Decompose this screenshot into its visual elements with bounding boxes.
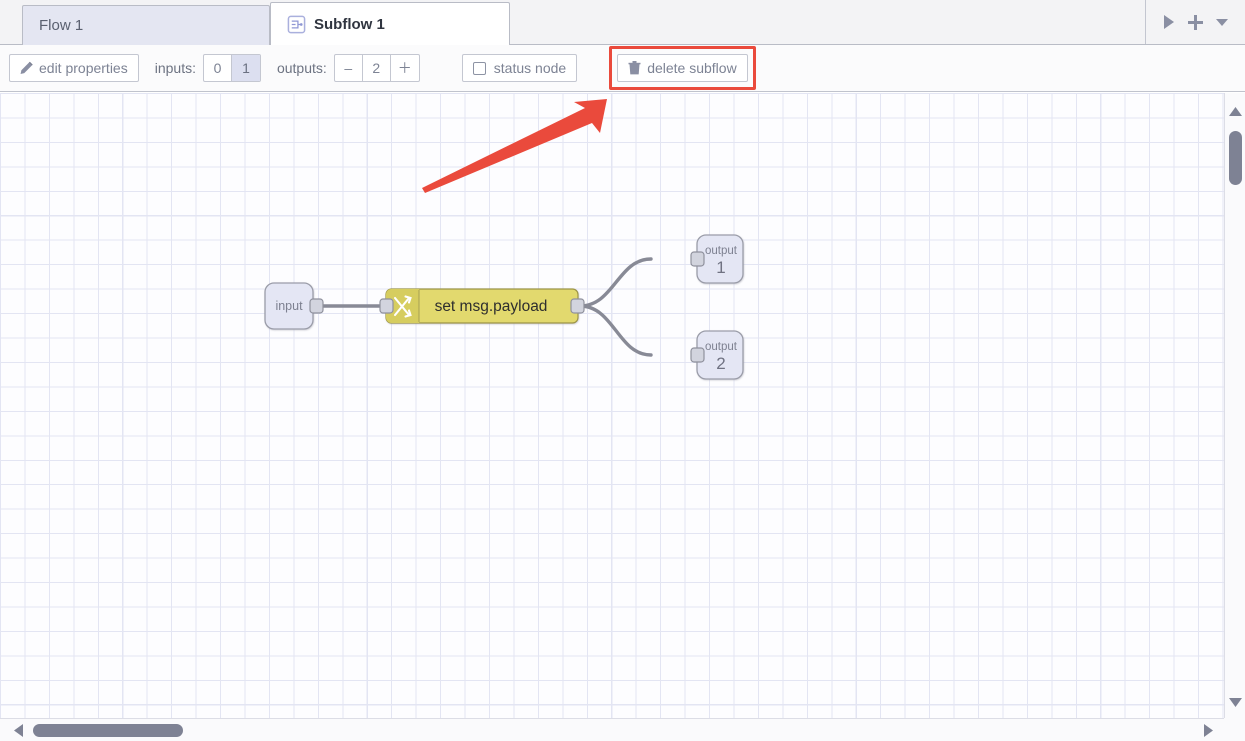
inputs-option-1[interactable]: 1 (231, 55, 260, 81)
horizontal-scrollbar[interactable] (0, 718, 1224, 741)
outputs-stepper: – 2 ＋ (333, 54, 420, 82)
subflow-canvas[interactable]: input set msg.payload (0, 93, 1224, 718)
scrollbar-corner (1224, 718, 1245, 741)
horizontal-scroll-thumb[interactable] (33, 724, 183, 737)
scroll-right-arrow-icon[interactable] (1200, 719, 1216, 741)
tab-flow-1[interactable]: Flow 1 (22, 5, 270, 45)
subflow-input-port[interactable] (309, 298, 324, 314)
subflow-output-2-label: output (705, 341, 738, 353)
outputs-value: 2 (363, 55, 391, 81)
subflow-input-label: input (275, 299, 303, 313)
change-node[interactable]: set msg.payload (385, 288, 579, 324)
run-flows-icon[interactable] (1158, 11, 1180, 33)
scroll-down-arrow-icon[interactable] (1225, 694, 1245, 710)
subflow-output-node-1[interactable]: output 1 (696, 234, 744, 284)
flow-tab-bar: Flow 1 Subflow 1 (0, 0, 1245, 45)
tab-menu-chevron-icon[interactable] (1211, 11, 1233, 33)
inputs-segmented-control: 0 1 (202, 54, 261, 82)
delete-subflow-highlight: delete subflow (609, 46, 756, 90)
add-tab-icon[interactable] (1184, 11, 1206, 33)
edit-properties-label: edit properties (39, 60, 128, 76)
change-node-label: set msg.payload (435, 298, 548, 315)
edit-properties-button[interactable]: edit properties (9, 54, 139, 82)
status-node-label: status node (493, 60, 567, 76)
annotation-arrow (422, 99, 607, 193)
tab-flow-1-label: Flow 1 (39, 17, 84, 34)
inputs-option-0[interactable]: 0 (204, 55, 232, 81)
wire-change-to-output-2 (578, 304, 653, 357)
subflow-output-2-number: 2 (716, 354, 725, 373)
delete-subflow-label: delete subflow (647, 60, 737, 76)
subflow-output-port-1[interactable] (690, 251, 705, 267)
delete-subflow-button[interactable]: delete subflow (617, 54, 748, 82)
shuffle-icon (393, 295, 412, 318)
status-node-checkbox-row[interactable]: status node (461, 54, 578, 82)
outputs-label: outputs: (276, 60, 327, 76)
vertical-scrollbar[interactable] (1224, 93, 1245, 718)
wire-group (317, 257, 653, 357)
vertical-scroll-thumb[interactable] (1229, 131, 1242, 185)
tab-subflow-1-label: Subflow 1 (314, 15, 385, 33)
tab-bar-controls (1145, 0, 1245, 44)
subflow-output-node-2[interactable]: output 2 (696, 330, 744, 380)
subflow-toolbar: edit properties inputs: 0 1 outputs: – 2… (0, 45, 1245, 92)
scroll-left-arrow-icon[interactable] (10, 719, 26, 741)
status-node-checkbox[interactable] (472, 61, 486, 75)
scroll-up-arrow-icon[interactable] (1225, 103, 1245, 119)
tab-subflow-1[interactable]: Subflow 1 (270, 2, 510, 45)
wire-change-to-output-1 (578, 257, 653, 308)
trash-icon (628, 61, 641, 75)
subflow-icon (287, 15, 306, 34)
subflow-input-node[interactable]: input (264, 282, 314, 330)
change-node-input-port[interactable] (379, 298, 394, 314)
flow-tab-strip: Flow 1 Subflow 1 (0, 0, 1145, 45)
outputs-increment-button[interactable]: ＋ (397, 60, 412, 76)
change-node-output-port[interactable] (570, 298, 585, 314)
subflow-output-1-label: output (705, 245, 738, 257)
outputs-decrement-button[interactable]: – (335, 55, 363, 81)
pencil-icon (20, 61, 33, 75)
subflow-output-port-2[interactable] (690, 347, 705, 363)
inputs-label: inputs: (154, 60, 196, 76)
subflow-output-1-number: 1 (716, 258, 725, 277)
